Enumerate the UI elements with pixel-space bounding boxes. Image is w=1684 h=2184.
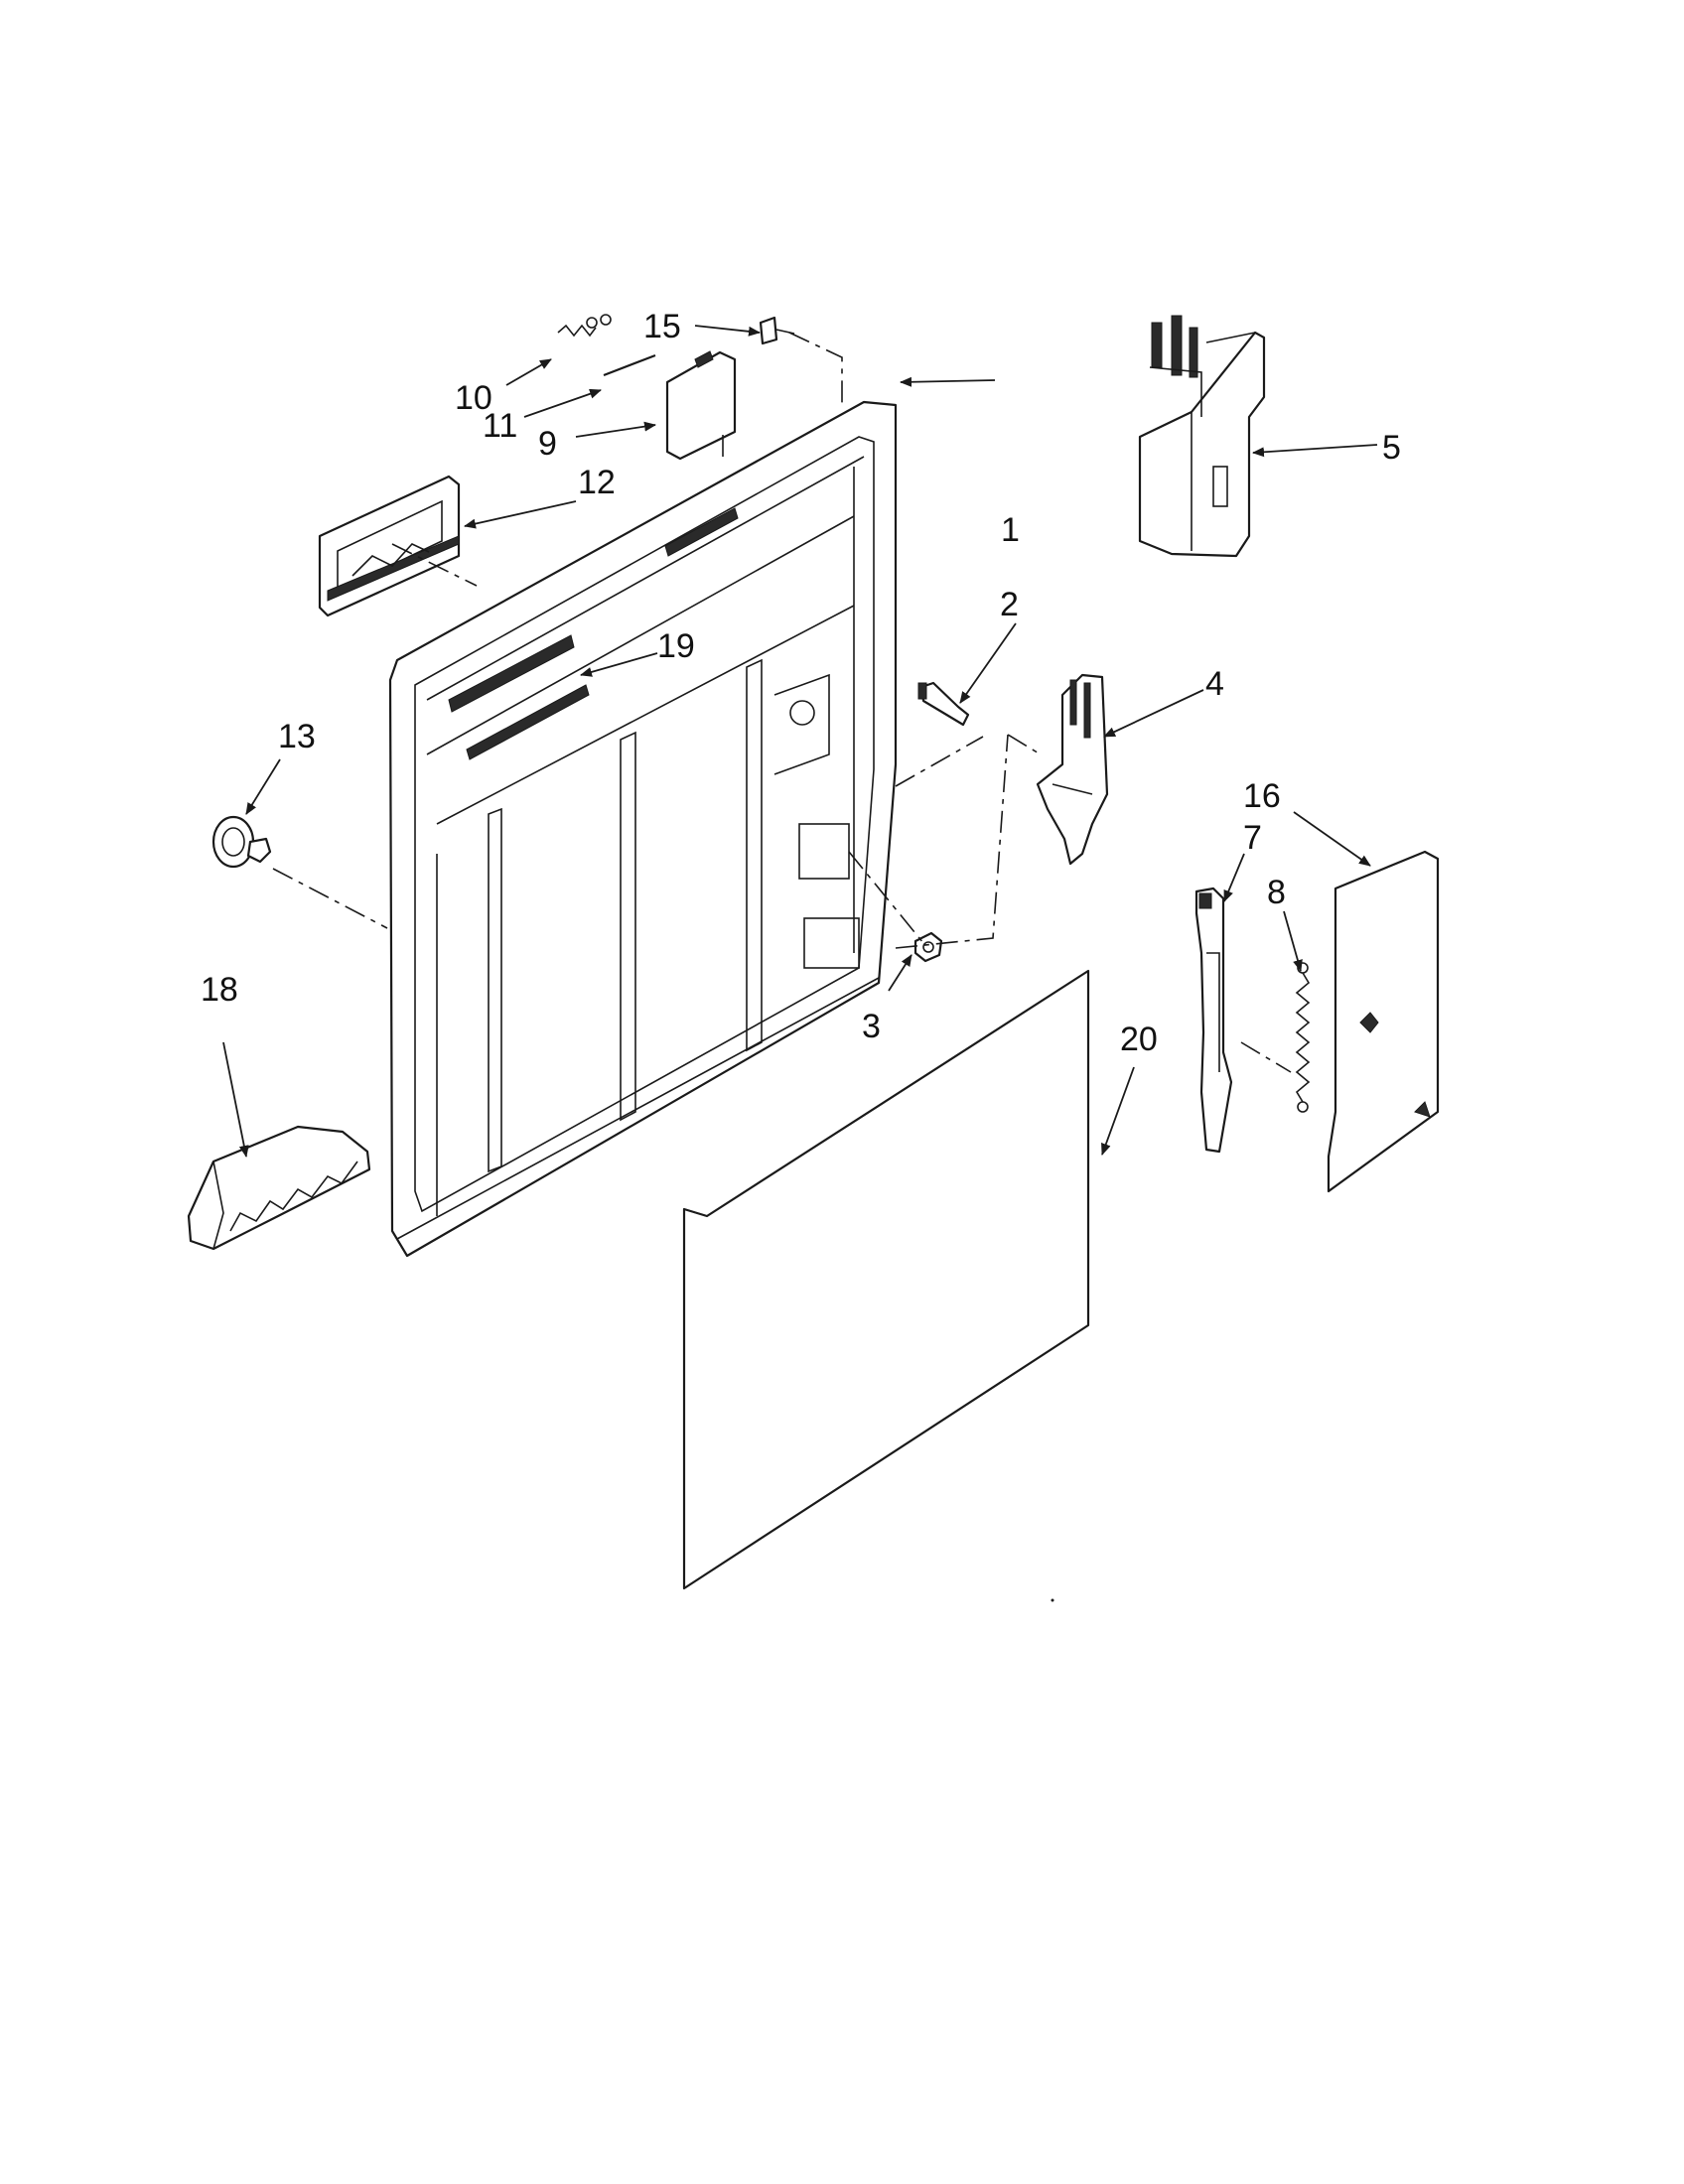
callout-4: 4 (1205, 665, 1224, 703)
hinge-link (1194, 887, 1233, 1154)
callout-labels: 1 2 3 4 5 7 8 9 10 11 12 13 15 16 18 19 … (201, 308, 1401, 1058)
hinge-cap (187, 1125, 371, 1251)
callout-12: 12 (578, 464, 616, 501)
cover-plate (665, 350, 737, 461)
callout-2: 2 (1000, 586, 1019, 623)
rod (603, 353, 656, 377)
callout-10: 10 (455, 379, 492, 417)
callout-7: 7 (1243, 819, 1262, 857)
side-panel (1327, 850, 1440, 1193)
callout-19: 19 (657, 627, 695, 665)
small-spring (557, 314, 612, 338)
callout-18: 18 (201, 971, 238, 1009)
door-latch (1036, 673, 1109, 866)
assembly-lines (272, 332, 1292, 1073)
callout-11: 11 (483, 407, 517, 445)
callout-1: 1 (1001, 511, 1020, 549)
callout-8: 8 (1267, 874, 1286, 911)
callout-20: 20 (1120, 1021, 1158, 1058)
callout-16: 16 (1243, 777, 1281, 815)
outer-door-panel (682, 969, 1090, 1590)
stray-dot (1051, 1598, 1054, 1602)
callout-leaders (222, 325, 1378, 1158)
latch-strike (917, 681, 970, 727)
handle-bracket (318, 475, 461, 617)
inner-door-panel (388, 400, 898, 1258)
callout-9: 9 (538, 425, 557, 463)
screw (759, 316, 795, 345)
control-module (1138, 315, 1266, 558)
callout-3: 3 (862, 1008, 881, 1045)
callout-5: 5 (1382, 429, 1401, 467)
door-spring (1295, 962, 1311, 1113)
callout-15: 15 (643, 308, 681, 345)
bumper-knob (211, 815, 272, 869)
callout-13: 13 (278, 718, 316, 755)
